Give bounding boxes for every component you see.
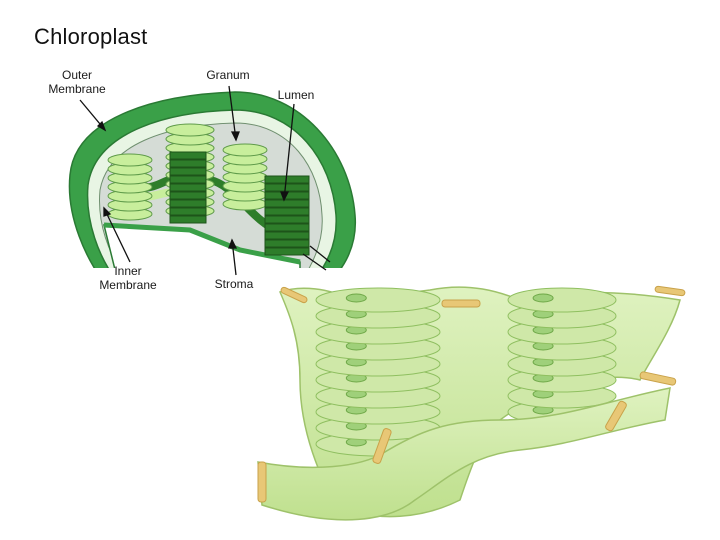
label-pointers bbox=[79, 85, 331, 276]
label-outer-membrane: Outer Membrane bbox=[48, 68, 106, 96]
thylakoid-disc bbox=[165, 123, 215, 137]
label-lumen: Lumen bbox=[277, 88, 315, 102]
label-granum: Granum bbox=[206, 68, 250, 82]
thylakoid-disc bbox=[169, 151, 207, 160]
thylakoid-disc bbox=[264, 247, 310, 256]
thylakoid-disc bbox=[507, 287, 617, 313]
thylakoid-disc bbox=[169, 199, 207, 208]
label-stroma: Stroma bbox=[214, 277, 254, 291]
cut-edges bbox=[257, 285, 686, 503]
stroma-lamella bbox=[136, 173, 284, 236]
thylakoid-disc bbox=[222, 143, 268, 157]
thylakoid-granum-right bbox=[507, 287, 617, 425]
thylakoid-granum-left bbox=[315, 287, 441, 457]
thylakoid-disc bbox=[169, 207, 207, 216]
thylakoid-disc bbox=[264, 223, 310, 232]
cross-section bbox=[68, 91, 357, 268]
thylakoid-disc bbox=[169, 191, 207, 200]
slide-title: Chloroplast bbox=[34, 24, 148, 49]
thylakoid-disc bbox=[169, 167, 207, 176]
thylakoid-disc bbox=[345, 293, 367, 303]
thylakoid-disc bbox=[532, 293, 554, 303]
thylakoid-disc bbox=[315, 287, 441, 313]
thylakoid-disc bbox=[264, 215, 310, 224]
granum-stack-left bbox=[107, 153, 153, 221]
thylakoid-3d-illustration bbox=[257, 285, 686, 521]
label-inner-membrane: Inner Membrane bbox=[99, 264, 157, 292]
thylakoid-disc bbox=[264, 199, 310, 208]
thylakoid-disc bbox=[107, 153, 153, 167]
thylakoid-disc bbox=[169, 175, 207, 184]
thylakoid-disc bbox=[264, 207, 310, 216]
granum-stack-cut-dark bbox=[169, 151, 207, 224]
thylakoid-disc bbox=[169, 183, 207, 192]
granum-stack-right bbox=[222, 143, 268, 211]
granum-stack-lumen-dark bbox=[264, 175, 310, 256]
thylakoid-disc bbox=[169, 215, 207, 224]
thylakoid-disc bbox=[264, 239, 310, 248]
thylakoid-disc bbox=[264, 231, 310, 240]
cut-face-rim bbox=[103, 222, 301, 265]
thylakoid-disc bbox=[264, 183, 310, 192]
thylakoid-disc bbox=[169, 159, 207, 168]
